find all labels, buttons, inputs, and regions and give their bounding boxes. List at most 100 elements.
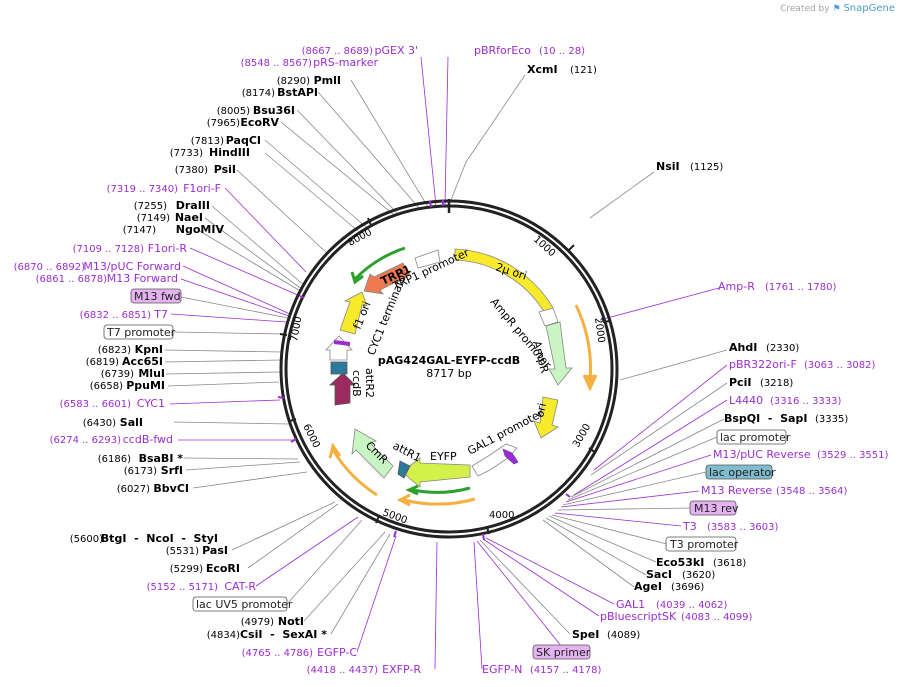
- feature-gal1-range: (4039 .. 4062): [656, 600, 728, 611]
- enzyme-pasi[interactable]: PasI: [202, 544, 228, 557]
- enzyme-ngomiv[interactable]: NgoMIV: [176, 223, 225, 236]
- feature-cat-r[interactable]: CAT-R: [224, 580, 256, 593]
- enzyme-noti[interactable]: NotI: [278, 615, 304, 628]
- feature-amp-r[interactable]: Amp-R: [718, 280, 755, 293]
- feature-t7[interactable]: T7: [153, 308, 168, 321]
- box-lac-promoter[interactable]: [716, 429, 787, 445]
- feature-m13-puc-forward[interactable]: M13/pUC Forward: [83, 260, 181, 273]
- enzyme-ahdi[interactable]: AhdI: [729, 341, 757, 354]
- enzyme-bspqi-sapi[interactable]: BspQI - SapI: [724, 412, 807, 425]
- ampr-arrow: [545, 321, 573, 386]
- enzyme-srfi[interactable]: SrfI: [161, 464, 183, 477]
- feature-m13-reverse[interactable]: M13 Reverse: [701, 484, 772, 497]
- feature-pbr322ori-f[interactable]: pBR322ori-F: [729, 358, 797, 371]
- feature-labels-left[interactable]: pGEX 3' (8667 .. 8689) pRS-marker (8548 …: [14, 44, 422, 676]
- box-t7-promoter[interactable]: [103, 324, 174, 340]
- feature-f1ori-r[interactable]: F1ori-R: [148, 242, 188, 255]
- credit-prefix: Created by: [780, 4, 830, 14]
- enzyme-labels-left[interactable]: CsiI - SexAI * (4834) NotI (4979) EcoRI …: [70, 74, 341, 641]
- enzyme-sali-pos: (6430): [83, 418, 116, 429]
- enzyme-csii-sexai[interactable]: CsiI - SexAI *: [240, 628, 327, 641]
- green-orf-eyfp: [412, 486, 471, 494]
- tick-7000: 7000: [289, 316, 304, 343]
- box-m13-fwd[interactable]: [130, 288, 182, 304]
- enzyme-csii-sexai-pos: (4834): [207, 630, 240, 641]
- orange-orf-ampr: [574, 304, 593, 383]
- enzyme-ppumi[interactable]: PpuMI: [126, 379, 165, 392]
- enzyme-psii[interactable]: PsiI: [214, 163, 236, 176]
- label-ccdb: ccdB: [350, 370, 363, 397]
- box-m13-fwd-label: M13 fwd: [134, 290, 181, 303]
- box-m13-rev[interactable]: [689, 500, 737, 516]
- feature-l4440[interactable]: L4440: [729, 394, 763, 407]
- enzyme-mlui[interactable]: MluI: [138, 367, 165, 380]
- feature-t3-range: (3583 .. 3603): [707, 522, 779, 533]
- feature-ccdb-fwd[interactable]: ccdB-fwd: [123, 433, 173, 446]
- feature-egfp-n-range: (4157 .. 4178): [530, 665, 602, 676]
- enzyme-bsabi[interactable]: BsaBI *: [139, 452, 184, 465]
- label-two-micron: 2μ ori: [494, 260, 528, 282]
- inner-features: [325, 248, 573, 488]
- enzyme-ecori-pos: (5299): [170, 564, 203, 575]
- enzyme-btgi-ncoi-styi[interactable]: BtgI - NcoI - StyI: [101, 532, 218, 545]
- enzyme-pcii-pos: (3218): [760, 378, 793, 389]
- enzyme-naei[interactable]: NaeI: [175, 211, 203, 224]
- box-lac-promoter-label: lac promoter: [720, 431, 791, 444]
- enzyme-ahdi-pos: (2330): [766, 343, 799, 354]
- feature-m13-forward[interactable]: M13 Forward: [107, 272, 178, 285]
- box-m13-rev-label: M13 rev: [694, 502, 739, 515]
- enzyme-hindiii[interactable]: HindIII: [209, 146, 250, 159]
- feature-pbrforeco[interactable]: pBRforEco: [474, 44, 531, 57]
- enzyme-nsii[interactable]: NsiI: [656, 160, 680, 173]
- boxed-labels[interactable]: lac promoter lac operator M13 rev T3 pro…: [103, 288, 791, 660]
- enzyme-srfi-pos: (6173): [124, 466, 157, 477]
- box-sk-primer[interactable]: [532, 644, 591, 660]
- enzyme-bbvci[interactable]: BbvCI: [153, 482, 189, 495]
- enzyme-spei-pos: (4089): [607, 630, 640, 641]
- feature-pbluescriptsk[interactable]: pBluescriptSK: [600, 610, 677, 623]
- enzyme-eco53ki[interactable]: Eco53kI: [656, 556, 704, 569]
- box-t3-promoter[interactable]: [665, 536, 737, 552]
- feature-t3[interactable]: T3: [682, 520, 697, 533]
- enzyme-saci[interactable]: SacI: [646, 568, 672, 581]
- enzyme-spei[interactable]: SpeI: [572, 628, 599, 641]
- enzyme-paqci[interactable]: PaqCI: [226, 134, 261, 147]
- feature-f1ori-f[interactable]: F1ori-F: [183, 182, 221, 195]
- feature-gal1[interactable]: GAL1: [616, 598, 645, 611]
- enzyme-draiii[interactable]: DraIII: [176, 199, 210, 212]
- enzyme-pcii[interactable]: PciI: [729, 376, 751, 389]
- box-lac-operator[interactable]: [705, 464, 773, 480]
- box-lac-uv5-promoter[interactable]: [192, 596, 288, 612]
- feature-prs-marker[interactable]: pRS-marker: [313, 56, 378, 69]
- ori-arrow: [533, 396, 559, 439]
- feature-egfp-n[interactable]: EGFP-N: [482, 663, 522, 676]
- enzyme-ecori[interactable]: EcoRI: [206, 562, 240, 575]
- enzyme-bstapi[interactable]: BstAPI: [277, 86, 318, 99]
- f1-ori-arrow: [339, 291, 368, 335]
- enzyme-kpni[interactable]: KpnI: [135, 343, 163, 356]
- enzyme-acc65i[interactable]: Acc65I: [122, 355, 163, 368]
- enzyme-bstapi-pos: (8174): [242, 88, 275, 99]
- enzyme-labels-right[interactable]: XcmI (121) NsiI (1125) AhdI (2330) PciI …: [527, 63, 848, 641]
- ccdb-arrow: [328, 372, 356, 406]
- feature-labels-right[interactable]: pBRforEco (10 .. 28) Amp-R (1761 .. 1780…: [474, 44, 889, 676]
- feature-cyc1[interactable]: CYC1: [137, 397, 165, 410]
- feature-cat-r-range: (5152 .. 5171): [147, 582, 219, 593]
- feature-egfp-c[interactable]: EGFP-C: [317, 646, 357, 659]
- box-lac-operator-label: lac operator: [709, 466, 776, 479]
- enzyme-eco53ki-pos: (3618): [713, 558, 746, 569]
- enzyme-pmli[interactable]: PmlI: [314, 74, 341, 87]
- tick-2000: 2000: [592, 317, 606, 344]
- feature-exfp-r[interactable]: EXFP-R: [382, 663, 421, 676]
- enzyme-agei[interactable]: AgeI: [634, 580, 662, 593]
- enzyme-sali[interactable]: SalI: [120, 416, 143, 429]
- feature-m13-puc-reverse[interactable]: M13/pUC Reverse: [713, 448, 811, 461]
- enzyme-agei-pos: (3696): [671, 582, 704, 593]
- enzyme-xcmi[interactable]: XcmI: [527, 63, 558, 76]
- snapgene-logo-icon: ⚑: [832, 4, 841, 14]
- feature-ccdb-fwd-range: (6274 .. 6293): [50, 435, 122, 446]
- enzyme-ecorv[interactable]: EcoRV: [240, 116, 279, 129]
- enzyme-bsu36i[interactable]: Bsu36I: [253, 104, 295, 117]
- feature-pgex3[interactable]: pGEX 3': [374, 44, 418, 57]
